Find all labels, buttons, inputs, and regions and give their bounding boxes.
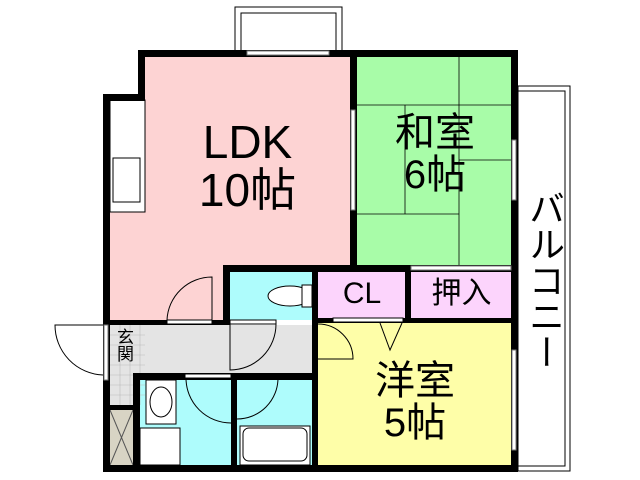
ldk-name: LDK (202, 116, 293, 168)
ldk-size: 10帖 (198, 164, 297, 217)
doors (54, 276, 404, 424)
yoshitsu-label: 洋室 5帖 (330, 360, 500, 444)
oshiire-label: 押入 (431, 277, 492, 310)
yoshitsu-size: 5帖 (383, 401, 447, 445)
hallway (145, 325, 318, 373)
washitsu-size: 6帖 (403, 153, 467, 197)
yoshitsu-name: 洋室 (375, 359, 455, 403)
oshiire-area (411, 272, 512, 318)
washing-machine-space (139, 427, 181, 466)
ldk-label: LDK 10帖 (160, 118, 335, 215)
top-balcony (234, 6, 343, 53)
closet-label: CL (342, 277, 382, 310)
ldk-area (110, 57, 350, 322)
washitsu-area (357, 57, 512, 265)
balcony-label: バルコニー (524, 190, 565, 370)
closet-area (318, 272, 406, 318)
sink (112, 157, 141, 203)
washitsu-name: 和室 (395, 111, 475, 155)
genkan-label: 玄関 (114, 328, 133, 362)
washitsu-label: 和室 6帖 (360, 112, 510, 196)
right-balcony (517, 85, 571, 472)
